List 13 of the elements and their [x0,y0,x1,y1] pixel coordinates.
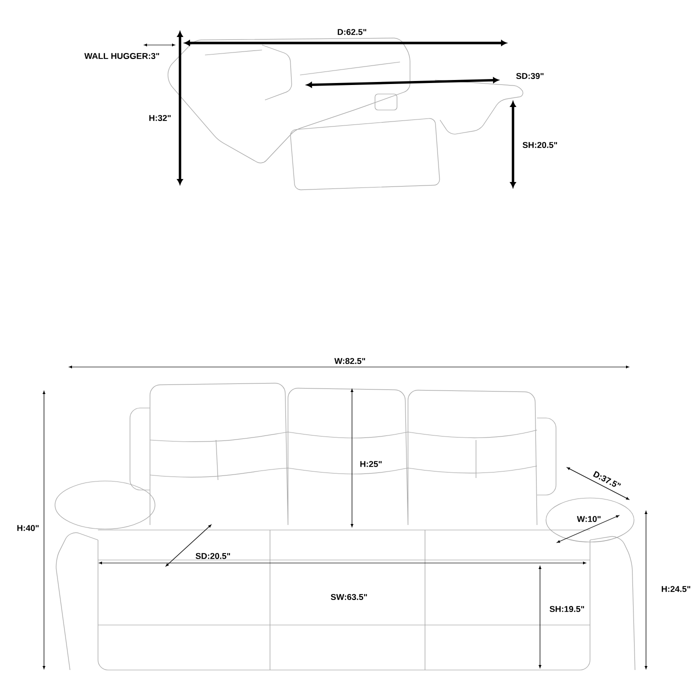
dimension-label: W:10" [576,516,601,522]
dimension-label: SH:20.5" [522,142,558,148]
dimension-label: SD:39" [516,73,544,79]
dimension-label: H:40" [17,525,39,531]
dimension-label: H:32" [149,115,171,121]
dimension-label: D:62.5" [338,29,366,35]
dimension-label: H:24.5" [662,586,690,592]
dimension-label: WALL HUGGER:3" [84,52,160,59]
dimension-label: W:82.5" [334,358,366,364]
dimension-label: H:25" [360,461,382,467]
dimension-label: SD:20.5" [196,553,230,559]
dimension-label: SW:63.5" [330,594,367,600]
dimension-label: SH:19.5" [550,606,584,612]
